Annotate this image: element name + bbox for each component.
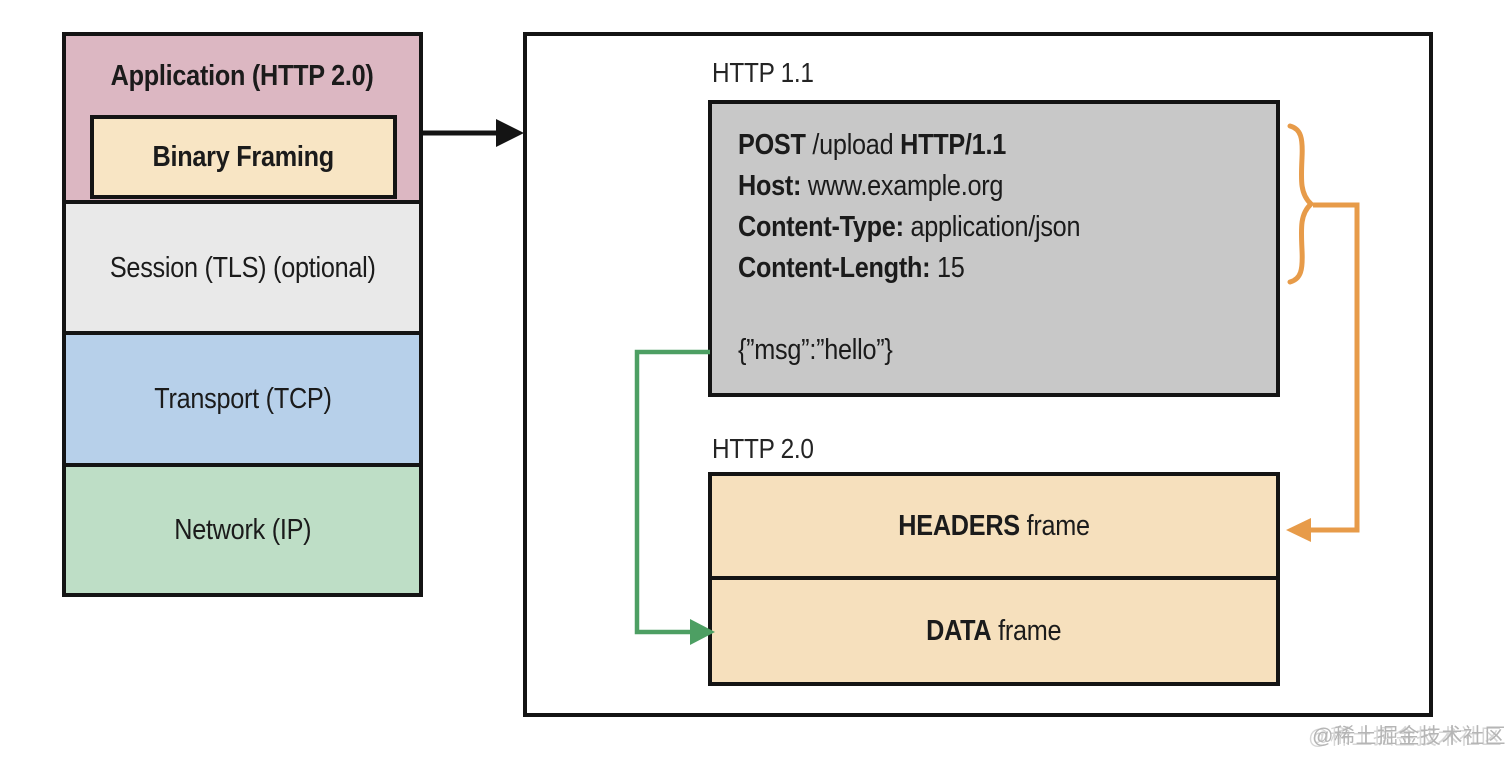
http11-label: HTTP 1.1 xyxy=(712,57,814,88)
layer-session: Session (TLS) (optional) xyxy=(66,200,419,331)
layer-transport: Transport (TCP) xyxy=(66,331,419,463)
headers-frame-box: HEADERS frame xyxy=(708,472,1280,580)
watermark: @稀土掘金技术社区 xyxy=(1312,725,1506,748)
data-frame-box: DATA frame xyxy=(708,576,1280,686)
network-layer-label: Network (IP) xyxy=(173,514,312,546)
headers-frame-label: HEADERS frame xyxy=(898,509,1090,542)
binary-framing-box: Binary Framing xyxy=(90,115,397,199)
request-line-content-type: Content-Type: application/json xyxy=(738,211,1081,243)
request-body: {”msg”:”hello”} xyxy=(738,334,893,366)
binary-framing-label: Binary Framing xyxy=(152,141,335,173)
layer-network: Network (IP) xyxy=(66,463,419,593)
request-line-content-length: Content-Length: 15 xyxy=(738,252,965,284)
http20-label: HTTP 2.0 xyxy=(712,433,814,464)
application-layer-label: Application (HTTP 2.0) xyxy=(111,60,374,92)
data-frame-label: DATA frame xyxy=(926,614,1062,647)
http-comparison-panel: HTTP 1.1 POST /upload HTTP/1.1 Host: www… xyxy=(523,32,1433,717)
protocol-stack: Application (HTTP 2.0) Binary Framing Se… xyxy=(62,32,423,597)
request-line-start: POST /upload HTTP/1.1 xyxy=(738,129,1006,161)
stack-to-panel-arrow-icon xyxy=(421,119,524,147)
request-blank-line xyxy=(738,289,1260,330)
transport-layer-label: Transport (TCP) xyxy=(153,383,332,415)
session-layer-label: Session (TLS) (optional) xyxy=(109,251,376,284)
request-line-host: Host: www.example.org xyxy=(738,170,1004,202)
http11-request-box: POST /upload HTTP/1.1 Host: www.example.… xyxy=(708,100,1280,397)
